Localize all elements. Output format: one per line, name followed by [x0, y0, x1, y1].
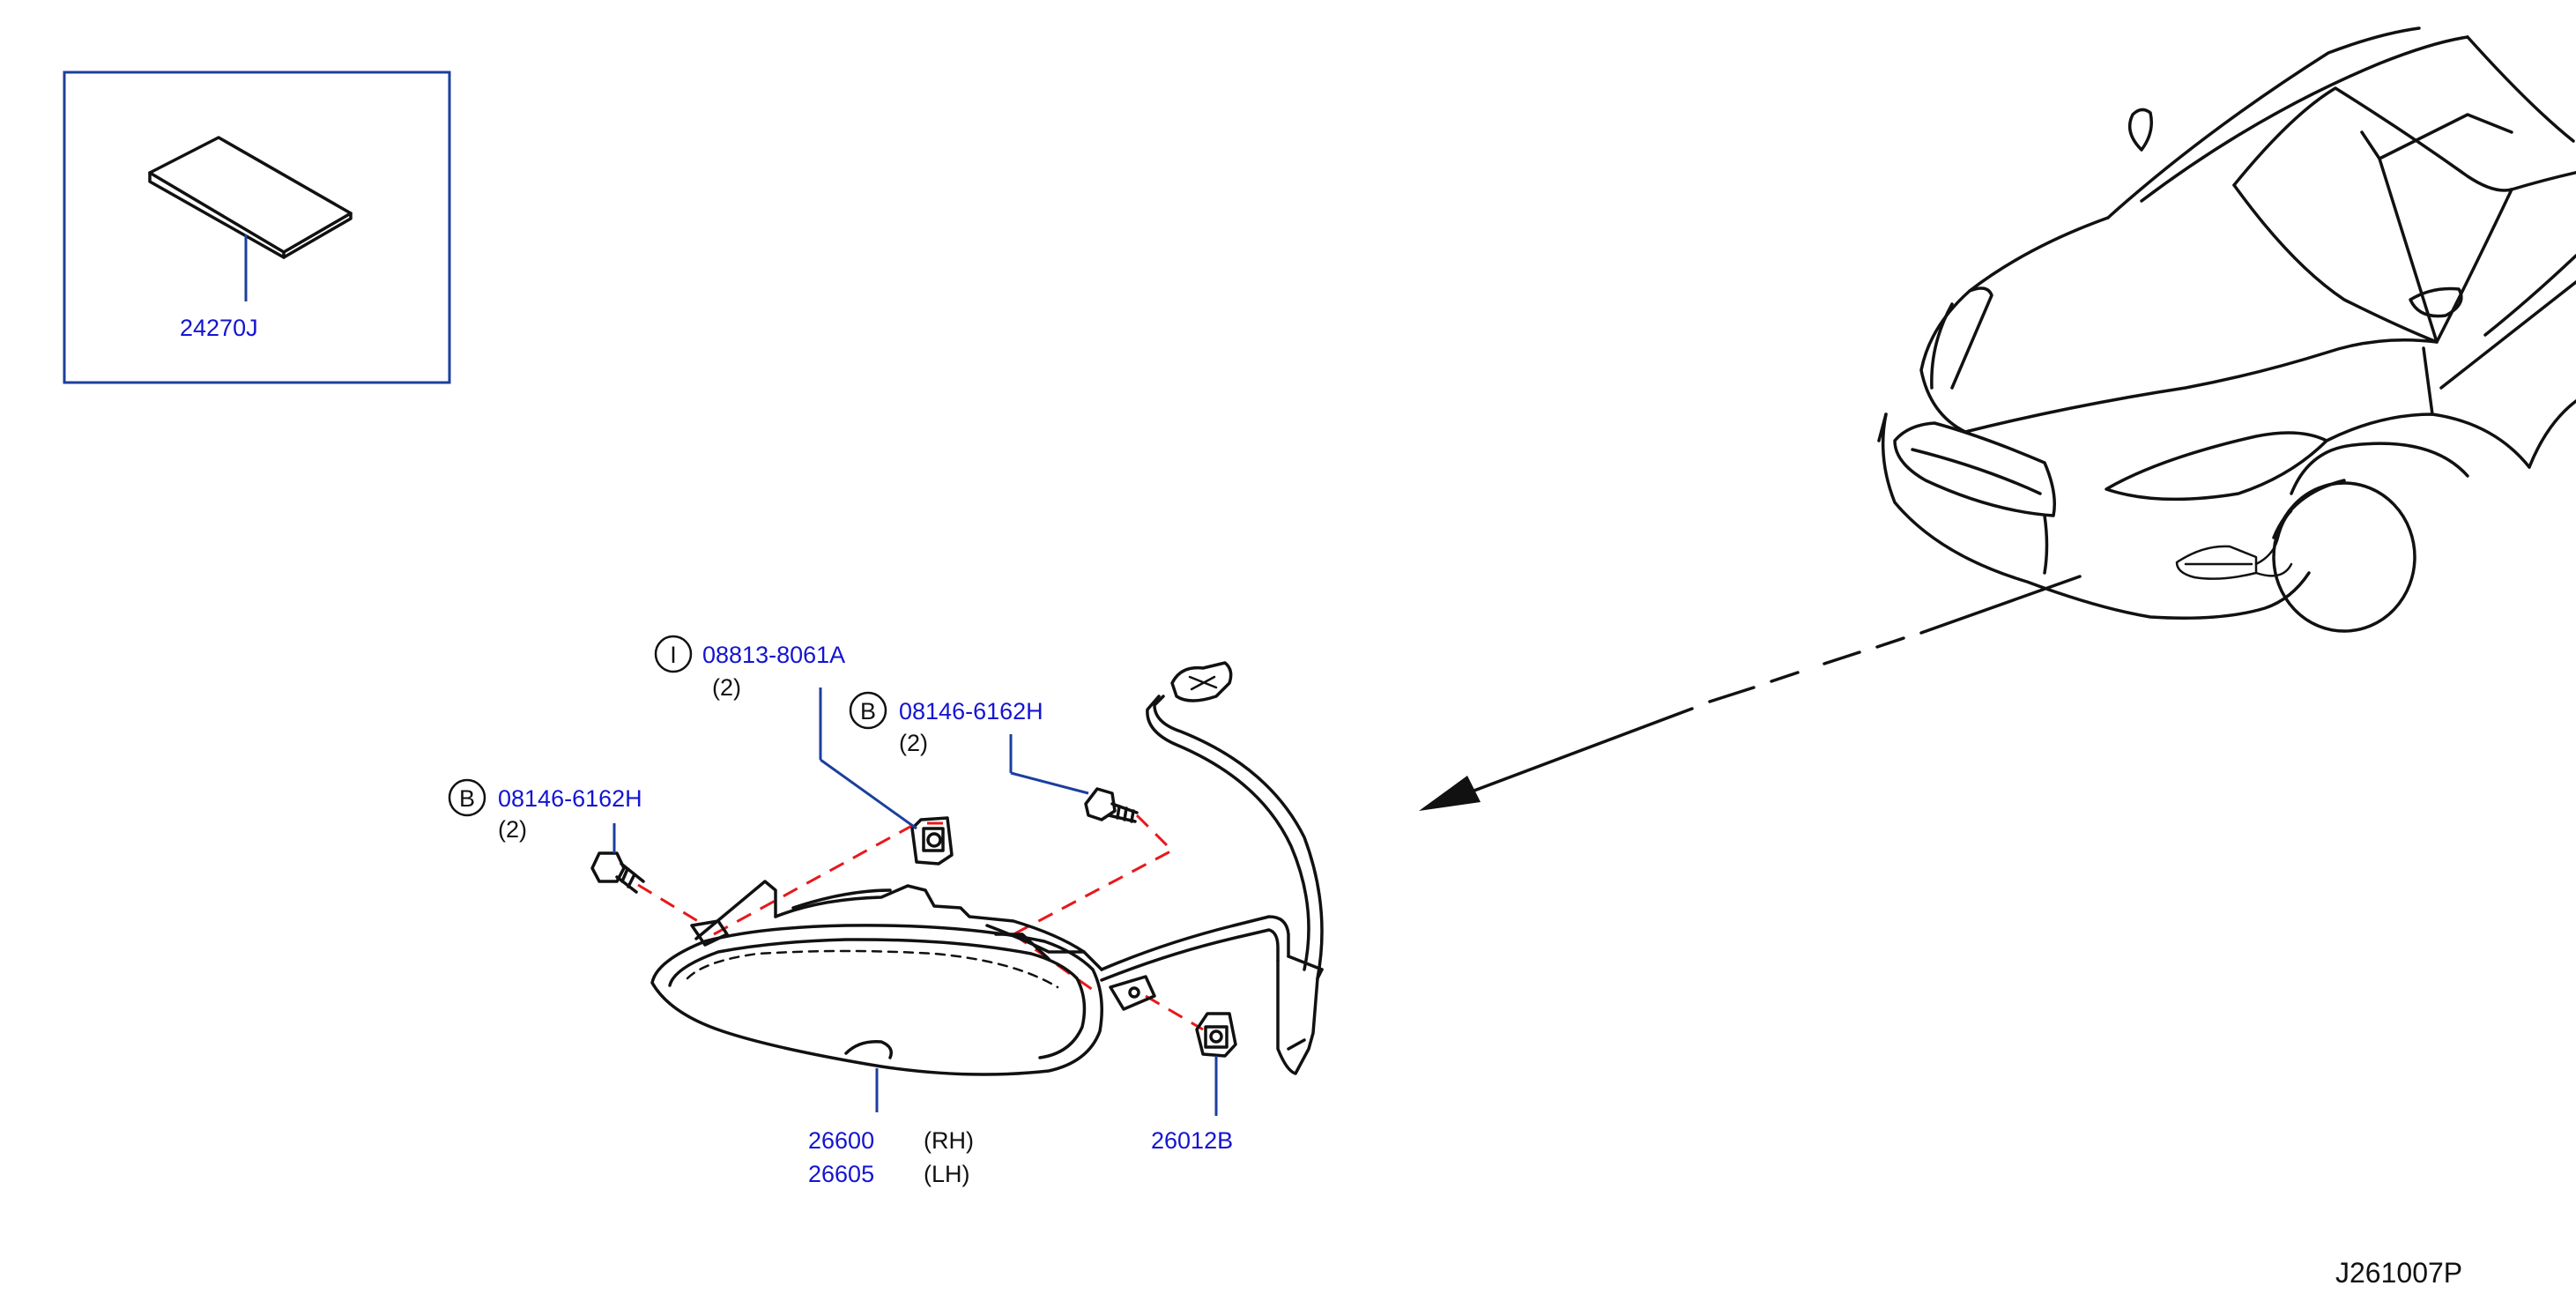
callout-clip: I 08813-8061A (2) — [654, 635, 845, 701]
callout-bolt-top: B 08146-6162H (2) — [849, 691, 1043, 756]
wire-harness — [1100, 661, 1324, 1075]
side-rh: (RH) — [924, 1127, 974, 1154]
fog-lamp-on-car — [2175, 509, 2293, 580]
callout-circle-b-top — [849, 691, 887, 730]
bolt-top-part — [1009, 734, 1139, 823]
label-sheet-icon — [148, 136, 353, 259]
bolt-left-part — [590, 823, 645, 894]
part-number-08146-6162h-top[interactable]: 08146-6162H — [899, 698, 1043, 725]
callout-symbol-b-left: B — [459, 785, 475, 812]
qty-bolt-top: (2) — [899, 730, 928, 756]
diagram-code: J261007P — [2335, 1257, 2462, 1289]
callout-symbol-b-top: B — [860, 698, 876, 725]
part-number-26012b[interactable]: 26012B — [1151, 1127, 1233, 1154]
fog-lamp-assembly — [650, 880, 1156, 1076]
part-number-08813-8061a[interactable]: 08813-8061A — [702, 642, 845, 668]
inset-panel: 24270J — [63, 71, 451, 384]
arrow-head — [1419, 776, 1481, 811]
qty-clip: (2) — [712, 674, 741, 701]
part-number-24270j[interactable]: 24270J — [180, 315, 258, 341]
part-number-26600[interactable]: 26600 — [808, 1127, 874, 1154]
callout-symbol-i: I — [670, 642, 677, 668]
direction-arrow — [1419, 575, 2082, 811]
callout-lamp: 26600 (RH) 26605 (LH) — [808, 1127, 974, 1187]
car-illustration — [1877, 26, 2576, 633]
nut-part — [1195, 1012, 1237, 1116]
callout-circle-b-left — [448, 778, 486, 817]
callout-circle-i — [654, 635, 693, 673]
clip-part — [819, 687, 954, 866]
inset-frame — [63, 71, 451, 384]
callout-bolt-left: B 08146-6162H (2) — [448, 778, 642, 843]
qty-bolt-left: (2) — [498, 816, 527, 843]
side-lh: (LH) — [924, 1161, 970, 1187]
part-number-08146-6162h-left[interactable]: 08146-6162H — [498, 785, 642, 812]
part-number-26605[interactable]: 26605 — [808, 1161, 874, 1187]
